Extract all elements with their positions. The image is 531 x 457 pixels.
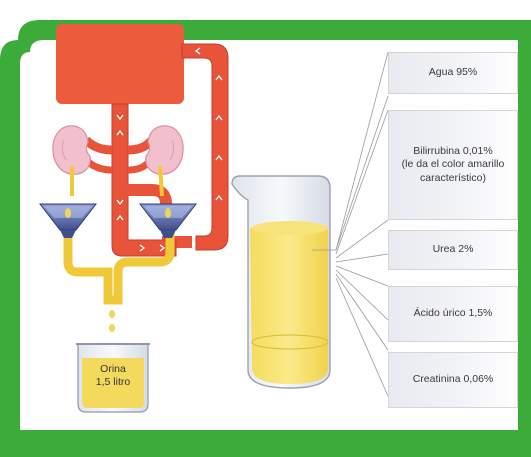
label-creatinine: Creatinina 0,06% bbox=[388, 352, 518, 408]
label-urea-text: Urea 2% bbox=[433, 243, 474, 256]
label-bilirubin: Bilirrubina 0,01% (le da el color amaril… bbox=[388, 110, 518, 220]
small-beaker-label: Orina 1,5 litro bbox=[82, 363, 144, 388]
kidney-right bbox=[146, 126, 183, 174]
label-uric-acid-text: Ácido úrico 1,5% bbox=[414, 307, 493, 320]
label-creatinine-text: Creatinina 0,06% bbox=[413, 373, 494, 386]
label-uric-acid: Ácido úrico 1,5% bbox=[388, 286, 518, 342]
small-beaker-label-line1: Orina bbox=[82, 363, 144, 376]
label-bilirubin-line1: Bilirrubina 0,01% bbox=[413, 145, 492, 158]
label-water-text: Agua 95% bbox=[429, 66, 477, 79]
small-beaker-label-line2: 1,5 litro bbox=[82, 376, 144, 389]
label-bilirubin-line3: característico) bbox=[420, 172, 486, 185]
heart-block bbox=[56, 24, 184, 104]
label-water: Agua 95% bbox=[388, 52, 518, 94]
label-bilirubin-line2: (le da el color amarillo bbox=[402, 158, 505, 171]
label-urea: Urea 2% bbox=[388, 230, 518, 270]
